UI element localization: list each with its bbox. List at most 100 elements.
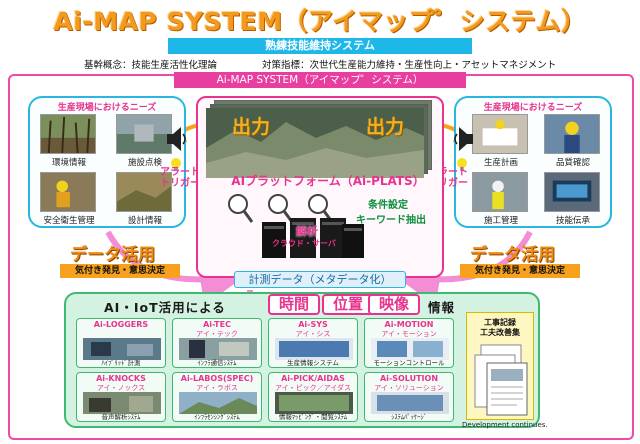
module-name: Ai-SOLUTION bbox=[379, 374, 439, 383]
trigger-label-right: トリガー bbox=[428, 178, 468, 189]
module-name: Ai-TEC bbox=[203, 320, 231, 329]
need-skills: 技能伝承 bbox=[555, 216, 590, 226]
module-sub: アイ・ノックス bbox=[96, 384, 146, 392]
module-sub: アイ・テック bbox=[196, 330, 238, 338]
output-label-left: 出力 bbox=[232, 116, 271, 138]
module-image bbox=[179, 338, 257, 360]
keyword-time: 時間 bbox=[268, 294, 320, 315]
module-ai-tec: Ai-TEC アイ・テック ｲﾝﾌﾗ通信ｼｽﾃﾑ bbox=[172, 318, 262, 368]
server-icons bbox=[262, 218, 364, 258]
need-quality: 品質確認 bbox=[555, 158, 590, 168]
module-sub: アイ・ラボス bbox=[196, 384, 238, 392]
photo-construction bbox=[472, 172, 528, 212]
needs-panel-right: 生産現場におけるニーズ 生産計画 品質確認 施工管理 技能伝承 bbox=[454, 96, 612, 228]
condition-label: 条件設定 bbox=[368, 200, 408, 211]
need-construction: 施工管理 bbox=[483, 216, 518, 226]
record-box: 工事記録 工夫改善集 bbox=[466, 312, 534, 420]
module-caption: 情報ﾏｯﾋﾟﾝｸﾞ・閲覧ｼｽﾃﾑ bbox=[278, 413, 348, 421]
photo-design bbox=[116, 172, 172, 212]
cloud-server-label: クラウド・サーバ bbox=[272, 239, 336, 248]
insight-bar-left: 気付き発見・意思決定 bbox=[60, 264, 180, 278]
info-lead: AI・IoT活用による bbox=[104, 300, 226, 315]
server-icon-3 bbox=[320, 218, 346, 258]
concept-text: 基幹概念：技能生産活性化理論 bbox=[84, 60, 218, 71]
module-name: Ai-KNOCKS bbox=[96, 374, 146, 383]
data-use-right: データ活用 bbox=[470, 245, 555, 265]
needs-title-left: 生産現場におけるニーズ bbox=[57, 103, 157, 113]
concept-line: 基幹概念：技能生産活性化理論 対策指標：次世代生産能力維持・生産性向上・アセット… bbox=[0, 57, 640, 71]
photo-facility bbox=[116, 114, 172, 154]
keyword-video: 映像 bbox=[368, 294, 420, 315]
platform-title: AIプラットフォーム（Ai-PLATS） bbox=[231, 174, 425, 188]
search-icon-1 bbox=[228, 194, 254, 223]
alert-label-left: アラート bbox=[160, 167, 200, 178]
photo-quality bbox=[544, 114, 600, 154]
server-icon-2 bbox=[290, 218, 316, 258]
need-inspection: 施設点検 bbox=[127, 158, 162, 168]
need-safety: 安全衛生管理 bbox=[43, 216, 95, 226]
module-name: Ai-SYS bbox=[298, 320, 328, 329]
alert-trigger-left: アラート トリガー bbox=[160, 167, 200, 189]
module-ai-sys: Ai-SYS アイ・シス 生産情報システム bbox=[268, 318, 358, 368]
keyword-position: 位置 bbox=[322, 294, 374, 315]
module-name: Ai-MOTION bbox=[384, 320, 434, 329]
data-use-left: データ活用 bbox=[70, 245, 155, 265]
module-name: Ai-LABOS(SPEC) bbox=[180, 374, 254, 383]
indicator-text: 対策指標：次世代生産能力維持・生産性向上・アセットマネジメント bbox=[262, 60, 557, 71]
development-note: Development continues. bbox=[462, 421, 548, 429]
trigger-label-left: トリガー bbox=[160, 178, 200, 189]
photo-forest bbox=[40, 114, 96, 154]
module-image bbox=[275, 392, 353, 414]
module-name: Ai-PICK/AIDAS bbox=[281, 374, 345, 383]
module-caption: モーションコントロール bbox=[373, 359, 445, 367]
module-ai-loggers: Ai-LOGGERS ﾊｲﾌﾞﾘｯﾄﾞ計測 bbox=[76, 318, 166, 368]
module-caption: ｼｽﾃﾑﾊﾟｯｹｰｼﾞ bbox=[391, 413, 427, 421]
photo-planning bbox=[472, 114, 528, 154]
speaker-icon-right bbox=[454, 127, 473, 151]
module-image bbox=[275, 338, 353, 360]
module-caption: ｲﾝﾌﾗｾﾝｼﾝｸﾞｼｽﾃﾑ bbox=[194, 413, 240, 421]
module-sub: アイ・ピック／アイダス bbox=[274, 384, 352, 392]
photo-skills bbox=[544, 172, 600, 212]
measurement-data-bar: 計測データ（メタデータ化） bbox=[234, 271, 406, 288]
module-image bbox=[371, 338, 449, 360]
bulb-icon-left bbox=[171, 158, 181, 171]
output-label-right: 出力 bbox=[366, 116, 405, 138]
document-icon bbox=[474, 344, 528, 416]
need-environment: 環境情報 bbox=[51, 158, 86, 168]
alert-trigger-right: アラート トリガー bbox=[428, 167, 468, 189]
module-ai-pick-aidas: Ai-PICK/AIDAS アイ・ピック／アイダス 情報ﾏｯﾋﾟﾝｸﾞ・閲覧ｼｽ… bbox=[268, 372, 358, 422]
module-image bbox=[83, 338, 161, 360]
keyword-label: キーワード抽出 bbox=[356, 215, 426, 226]
analysis-label: 解析 bbox=[296, 225, 318, 238]
module-ai-labos: Ai-LABOS(SPEC) アイ・ラボス ｲﾝﾌﾗｾﾝｼﾝｸﾞｼｽﾃﾑ bbox=[172, 372, 262, 422]
module-image bbox=[371, 392, 449, 414]
record-title-1: 工事記録 bbox=[484, 318, 516, 327]
module-ai-motion: Ai-MOTION アイ・モーション モーションコントロール bbox=[364, 318, 454, 368]
module-ai-solution: Ai-SOLUTION アイ・ソリューション ｼｽﾃﾑﾊﾟｯｹｰｼﾞ bbox=[364, 372, 454, 422]
search-icons bbox=[228, 194, 334, 223]
info-tail: 情報 bbox=[428, 300, 456, 315]
needs-title-right: 生産現場におけるニーズ bbox=[483, 103, 583, 113]
insight-bar-right: 気付き発見・意思決定 bbox=[460, 264, 580, 278]
need-design: 設計情報 bbox=[127, 216, 162, 226]
page-title: Ai-MAP SYSTEM（アイマップ゜システム） bbox=[53, 7, 587, 36]
alert-label-right: アラート bbox=[428, 167, 468, 178]
record-title-2: 工夫改善集 bbox=[480, 328, 520, 337]
module-caption: ﾊｲﾌﾞﾘｯﾄﾞ計測 bbox=[101, 359, 141, 367]
module-caption: 音声解析ｼｽﾃﾑ bbox=[101, 413, 141, 421]
module-name: Ai-LOGGERS bbox=[93, 320, 149, 329]
terrain-map-front bbox=[206, 108, 424, 178]
module-sub: アイ・モーション bbox=[381, 330, 437, 338]
search-icon-2 bbox=[268, 194, 294, 223]
module-caption: 生産情報システム bbox=[287, 359, 339, 367]
module-sub: アイ・ソリューション bbox=[374, 384, 444, 392]
module-image bbox=[179, 392, 257, 414]
photo-safety bbox=[40, 172, 96, 212]
system-bar: 熟練技能維持システム bbox=[168, 38, 472, 54]
module-caption: ｲﾝﾌﾗ通信ｼｽﾃﾑ bbox=[197, 359, 237, 367]
aimap-bar: Ai-MAP SYSTEM（アイマップ゜システム） bbox=[174, 72, 466, 88]
server-icon-1 bbox=[262, 222, 286, 258]
module-ai-knocks: Ai-KNOCKS アイ・ノックス 音声解析ｼｽﾃﾑ bbox=[76, 372, 166, 422]
module-image bbox=[83, 392, 161, 414]
